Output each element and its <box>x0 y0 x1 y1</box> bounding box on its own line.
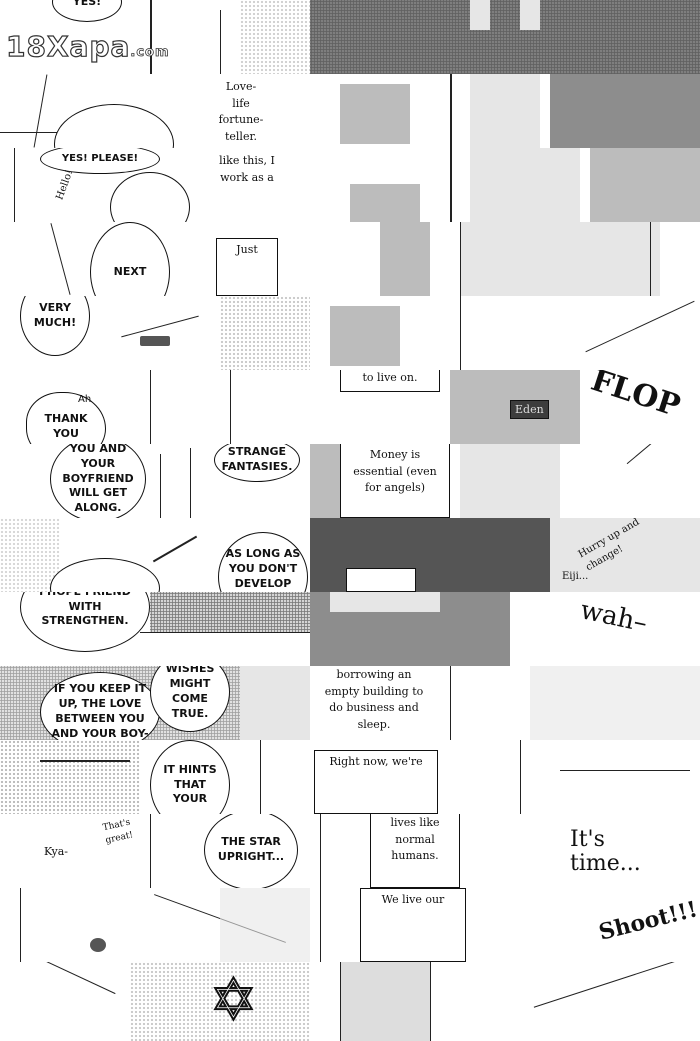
bubble-wishes: WISHES MIGHT COME TRUE. <box>150 666 230 732</box>
left-strip-12 <box>0 888 310 962</box>
shop-sign: Eden <box>510 400 549 419</box>
caption-money-essential: Money is essential (even for angels) <box>340 444 450 518</box>
bubble-star-upright: THE STAR UPRIGHT... <box>204 814 298 888</box>
right-strip-11: lives like normal humans. It's time... <box>310 814 700 888</box>
small-eiji: Eiji... <box>562 571 589 582</box>
sfx-wah: wah– <box>577 595 650 639</box>
bubble-very-much: VERY MUCH! <box>20 296 90 356</box>
left-strip-8: I HOPE FRIEND WITH STRENGTHEN. <box>0 592 310 666</box>
watermark-main: 18Xapa <box>5 29 131 63</box>
right-strip-13 <box>310 962 700 1041</box>
sfx-its-time: It's time... <box>570 827 641 877</box>
sfx-flop: FLOP <box>586 370 685 425</box>
right-strip-10: Right now, we're <box>310 740 700 814</box>
left-strip-3: NEXT Just <box>0 222 310 296</box>
caption-to-live-on: to live on. <box>340 370 440 392</box>
left-strip-4: VERY MUCH! <box>0 296 310 370</box>
right-strip-4 <box>310 296 700 370</box>
right-strip-7: Hurry up and change! Eiji... <box>310 518 700 592</box>
left-strip-11: Kya- That's great! THE STAR UPRIGHT... <box>0 814 310 888</box>
small-ah: Ah <box>78 394 92 405</box>
left-strip-2: YES! PLEASE! Hello! like this, I work as… <box>0 148 310 222</box>
left-strip-10: IT HINTS THAT YOUR <box>0 740 310 814</box>
left-strip-0: YES! <box>0 0 310 74</box>
left-strip-13: ✡ <box>0 962 310 1041</box>
bubble-it-hints: IT HINTS THAT YOUR <box>150 740 230 814</box>
caption-like-this: like this, I work as a <box>214 150 280 220</box>
caption-just: Just <box>216 238 278 296</box>
caption-borrowing: borrowing an empty building to do busine… <box>314 666 434 740</box>
right-strip-2 <box>310 148 700 222</box>
caption-fortune-teller: Love-life fortune-teller. <box>214 76 268 144</box>
right-strip-12: We live our Shoot!!! <box>310 888 700 962</box>
bubble-yes-please: YES! PLEASE! <box>40 148 160 174</box>
blank-caption <box>346 568 416 592</box>
right-strip-1 <box>310 74 700 148</box>
bubble-if-you-keep: IF YOU KEEP IT UP, THE LOVE BETWEEN YOU … <box>40 672 160 740</box>
left-strip-6: YOU AND YOUR BOYFRIEND WILL GET ALONG. S… <box>0 444 310 518</box>
right-strip-9: borrowing an empty building to do busine… <box>310 666 700 740</box>
blank-bubble-3 <box>50 558 160 592</box>
bubble-i-hope: I HOPE FRIEND WITH STRENGTHEN. <box>20 592 150 652</box>
sfx-shoot: Shoot!!! <box>596 896 700 946</box>
bubble-strange-fantasies: STRANGE FANTASIES. <box>214 444 300 482</box>
caption-right-now: Right now, we're <box>314 750 438 814</box>
caption-we-live-our: We live our <box>360 888 466 962</box>
star-symbol: ✡ <box>209 968 258 1031</box>
right-strip-6: Money is essential (even for angels) <box>310 444 700 518</box>
left-strip-1: Love-life fortune-teller. <box>0 74 310 148</box>
small-kya: Kya- <box>44 845 69 858</box>
watermark-suffix: .com <box>130 45 170 61</box>
bubble-yes: YES! <box>52 0 122 22</box>
right-strip-0 <box>310 0 700 74</box>
small-thats-great: That's great! <box>101 817 135 846</box>
left-strip-5: THANK YOU Ah <box>0 370 310 444</box>
site-watermark: 18Xapa.com <box>5 29 170 63</box>
bubble-thank-you: THANK YOU <box>26 392 106 444</box>
left-strip-7: AS LONG AS YOU DON'T DEVELOP ANY <box>0 518 310 592</box>
right-strip-3 <box>310 222 700 296</box>
bubble-next: NEXT <box>90 222 170 296</box>
left-strip-9: IF YOU KEEP IT UP, THE LOVE BETWEEN YOU … <box>0 666 310 740</box>
bubble-you-and-your: YOU AND YOUR BOYFRIEND WILL GET ALONG. <box>50 444 146 518</box>
right-strip-5: to live on. Eden FLOP <box>310 370 700 444</box>
caption-normal-humans: lives like normal humans. <box>370 814 460 888</box>
small-hello: Hello! <box>54 168 76 202</box>
right-strip-8: wah– <box>310 592 700 666</box>
blank-bubble <box>54 104 174 148</box>
bubble-as-long-as: AS LONG AS YOU DON'T DEVELOP ANY <box>218 532 308 592</box>
blank-bubble-2 <box>110 172 190 222</box>
